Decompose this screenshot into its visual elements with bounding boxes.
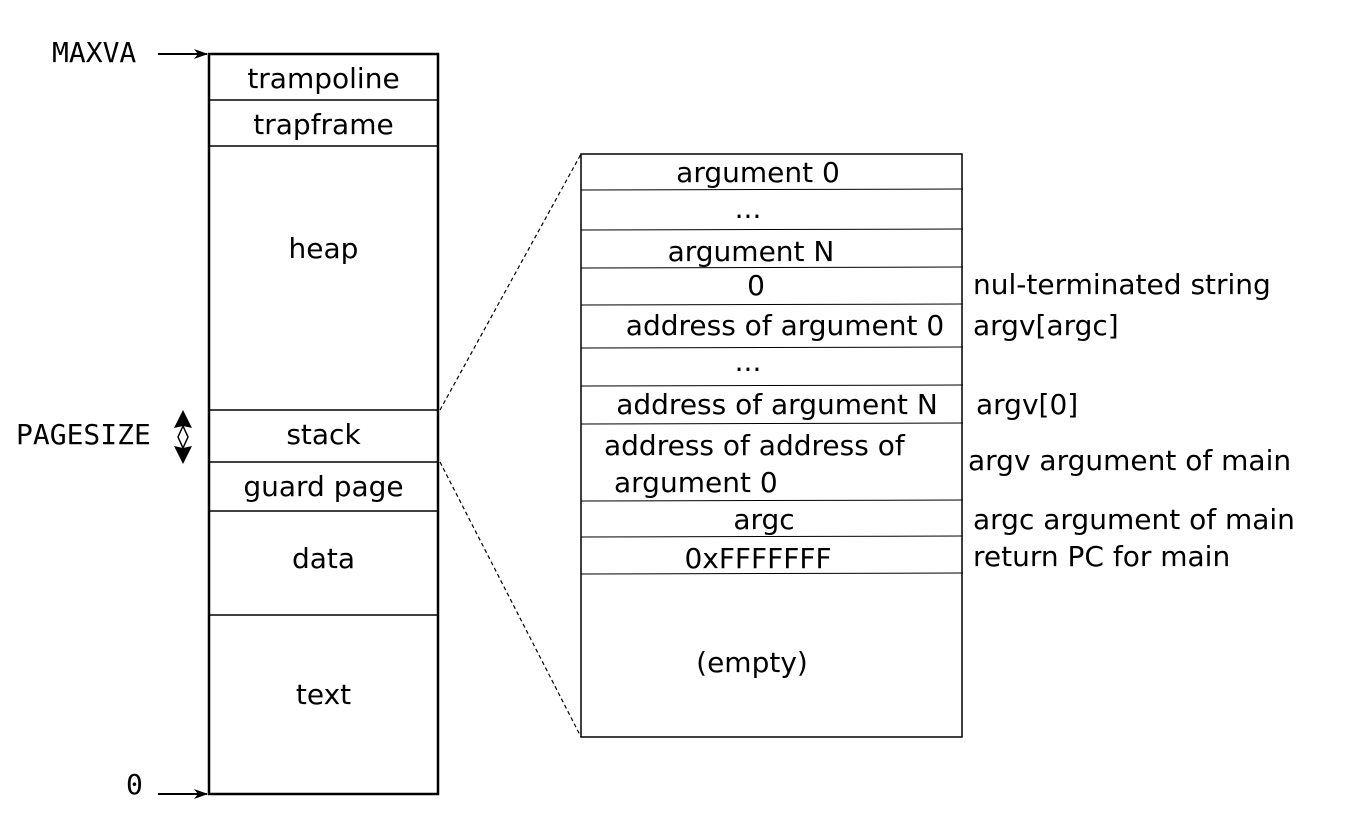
cell-address-of-address-line-1: address of address of (604, 429, 906, 462)
cell-argc: argc (733, 503, 794, 536)
cell-divider (580, 422, 964, 425)
cell-address-of-argument-n: address of argument N (616, 388, 938, 421)
stack-detail-column: argument 0... argument N0 nul-terminated s… (580, 153, 1295, 738)
segment-text: text (296, 678, 351, 711)
cell-address-of-argument-0: address of argument 0 (626, 309, 944, 342)
cell-divider (580, 346, 964, 349)
zoom-line-bottom (439, 461, 582, 738)
cell-zero: 0 (747, 269, 765, 302)
zero-address-label: 0 (126, 768, 143, 801)
cell-divider (580, 572, 964, 575)
address-space-column: trampoline trapframe heap stack guard page da… (207, 52, 440, 796)
cell-ellipsis-2: ... (735, 345, 762, 378)
note-address-of-argument-n: argv[0] (976, 388, 1078, 421)
note-address-of-argument-0: argv[argc] (973, 309, 1119, 342)
cell-divider (580, 499, 964, 502)
segment-stack: stack (286, 418, 361, 451)
stack-detail-cells: argument 0... argument N0 nul-terminated s… (580, 156, 1295, 679)
cell-ellipsis-1: ... (735, 192, 762, 225)
cell-divider (580, 228, 964, 231)
address-space-segments: trampoline trapframe heap stack guard page da… (209, 62, 438, 711)
zoom-lines (439, 153, 582, 738)
note-address-of-address: argv argument of main (968, 444, 1291, 477)
cell-argument-n: argument N (668, 235, 835, 268)
segment-guard-page: guard page (243, 470, 403, 503)
pagesize-double-arrow-icon (174, 410, 192, 464)
cell-divider (580, 303, 964, 306)
pagesize-label: PAGESIZE (16, 418, 151, 451)
cell-return-pc: 0xFFFFFFF (684, 542, 831, 575)
segment-data: data (292, 542, 355, 575)
cell-empty: (empty) (696, 646, 808, 679)
zoom-line-top (439, 153, 582, 411)
cell-divider (580, 535, 964, 538)
segment-trapframe: trapframe (253, 108, 393, 141)
cell-divider (580, 266, 964, 269)
stack-detail-outline (580, 153, 963, 738)
address-labels: MAXVA 0 PAGESIZE (16, 36, 208, 801)
segment-trampoline: trampoline (247, 62, 399, 95)
cell-divider (580, 188, 964, 191)
note-return-pc: return PC for main (973, 540, 1230, 573)
address-space-outline (207, 52, 440, 796)
cell-divider (580, 384, 964, 387)
segment-heap: heap (289, 232, 359, 265)
cell-argument-0: argument 0 (676, 156, 840, 189)
cell-address-of-address-line-2: argument 0 (614, 466, 778, 499)
note-argc: argc argument of main (973, 503, 1295, 536)
note-zero: nul-terminated string (973, 268, 1271, 301)
maxva-label: MAXVA (52, 36, 136, 69)
